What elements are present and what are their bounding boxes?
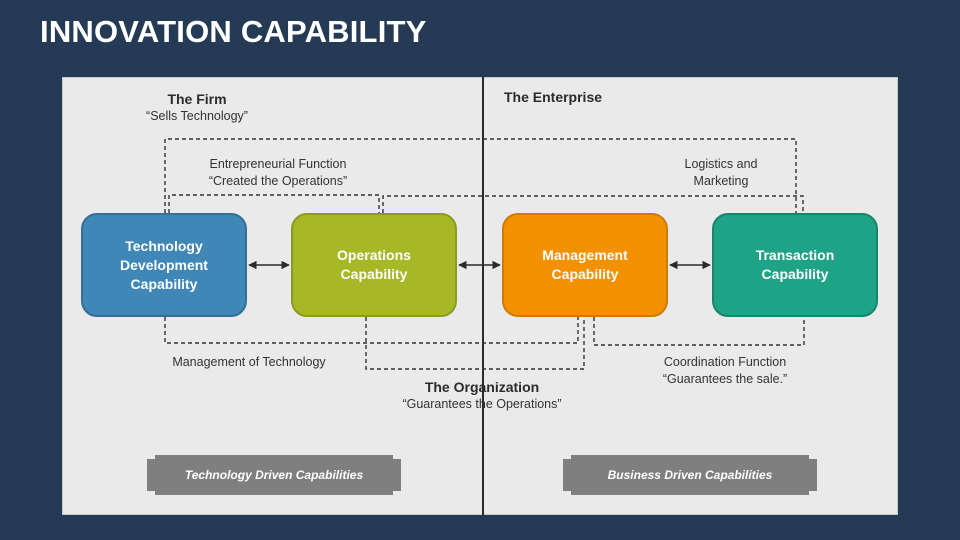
enterprise-heading: The Enterprise	[503, 89, 603, 105]
technology-driven-plaque: Technology Driven Capabilities	[147, 455, 401, 495]
organization-subtext: “Guarantees the Operations”	[402, 397, 562, 411]
entrepreneurial-label: Entrepreneurial Function “Created the Op…	[188, 156, 368, 190]
firm-subtext: “Sells Technology”	[146, 109, 248, 123]
transaction-capability-box: Transaction Capability	[712, 213, 878, 317]
entrepreneurial-line2: “Created the Operations”	[208, 174, 348, 188]
logistics-line2: Marketing	[693, 174, 749, 188]
firm-loop-line	[164, 138, 797, 213]
transaction-capability-label: Transaction Capability	[755, 247, 835, 282]
coordination-loop-line	[593, 317, 805, 346]
logistics-line1: Logistics and	[684, 157, 758, 171]
management-technology-loop-line	[164, 317, 579, 344]
organization-loop-line	[365, 317, 585, 370]
page-title: INNOVATION CAPABILITY	[40, 14, 427, 49]
management-technology-line1: Management of Technology	[172, 355, 326, 369]
firm-label: The Firm “Sells Technology”	[117, 91, 277, 125]
business-driven-plaque: Business Driven Capabilities	[563, 455, 817, 495]
organization-heading: The Organization	[424, 379, 540, 395]
management-technology-label: Management of Technology	[154, 354, 344, 371]
organization-label: The Organization “Guarantees the Operati…	[382, 379, 582, 413]
operations-capability-label: Operations Capability	[337, 247, 411, 282]
coordination-label: Coordination Function “Guarantees the sa…	[640, 354, 810, 388]
management-capability-label: Management Capability	[542, 247, 628, 282]
entrepreneurial-loop-line	[168, 194, 380, 213]
technology-development-capability-box: Technology Development Capability	[81, 213, 247, 317]
logistics-loop-line	[382, 195, 804, 213]
enterprise-label: The Enterprise	[488, 89, 618, 106]
technology-driven-label: Technology Driven Capabilities	[184, 468, 364, 482]
firm-enterprise-divider	[482, 77, 484, 515]
coordination-line2: “Guarantees the sale.”	[662, 372, 788, 386]
coordination-line1: Coordination Function	[663, 355, 787, 369]
operations-capability-box: Operations Capability	[291, 213, 457, 317]
business-driven-label: Business Driven Capabilities	[607, 468, 773, 482]
management-capability-box: Management Capability	[502, 213, 668, 317]
technology-development-capability-label: Technology Development Capability	[120, 237, 208, 292]
entrepreneurial-line1: Entrepreneurial Function	[209, 157, 347, 171]
logistics-label: Logistics and Marketing	[668, 156, 774, 190]
firm-heading: The Firm	[167, 91, 227, 107]
